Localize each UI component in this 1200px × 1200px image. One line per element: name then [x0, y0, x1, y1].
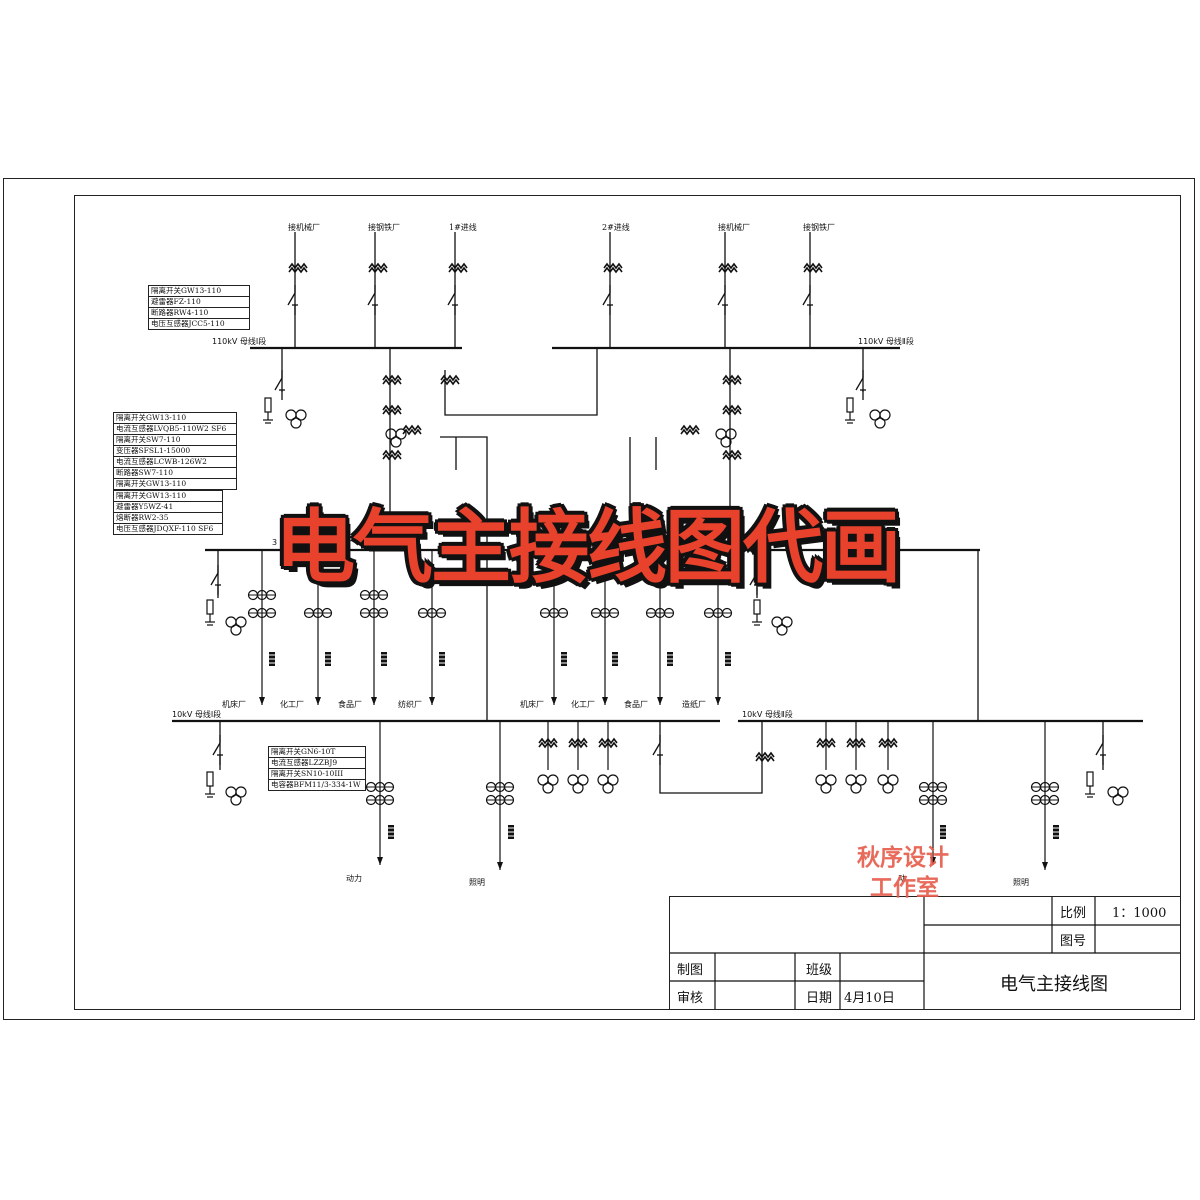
top-feeder-label: 2#进线 [602, 223, 630, 232]
legend-row: 电压互感器JDQXF-110 SF6 [114, 524, 222, 535]
top-feeder-label: 接钢铁厂 [368, 223, 400, 232]
bus-10kv-2-label: 10kV 母线Ⅱ段 [742, 710, 793, 719]
scale-value: 1：1000 [1112, 906, 1167, 921]
scale-label: 比例 [1060, 906, 1087, 921]
bus-110kv-2-label: 110kV 母线Ⅱ段 [858, 337, 914, 346]
drawing-frame [74, 195, 1181, 1010]
legend-row: 隔离开关GW13-110 [114, 413, 236, 424]
feeder-35kv-label: 纺织厂 [398, 700, 422, 709]
studio-watermark-line2: 工作室 [870, 875, 939, 901]
bus-10kv-1-label: 10kV 母线Ⅰ段 [172, 710, 222, 719]
drawn-by-label: 制图 [677, 963, 704, 978]
date-label: 日期 [806, 991, 833, 1006]
feeder-10kv-label: 动 [898, 874, 906, 883]
legend-row: 断路器SW7-110 [114, 468, 236, 479]
bus-110kv-1-label: 110kV 母线Ⅰ段 [212, 337, 267, 346]
legend-row: 电流互感器LVQB5-110W2 SF6 [114, 424, 236, 435]
legend-row: 隔离开关SW7-110 [114, 435, 236, 446]
studio-watermark-line1: 秋序设计 [857, 845, 949, 871]
class-label: 班级 [806, 963, 833, 978]
feeder-35kv-label: 食品厂 [624, 700, 648, 709]
legend-110kv-equipment: 隔离开关GW13-110 避雷器FZ-110 断路器RW4-110 电压互感器J… [148, 285, 250, 330]
feeder-10kv-label: 照明 [1013, 878, 1029, 887]
legend-transformer-equipment: 隔离开关GW13-110 电流互感器LVQB5-110W2 SF6 隔离开关SW… [113, 412, 237, 490]
outer-sheet-border [3, 178, 1195, 1020]
legend-10kv-equipment: 隔离开关GN6-10T 电流互感器LZZBJ9 隔离开关SN10-10III 电… [268, 746, 366, 791]
legend-row: 电容器BFM11/3-334-1W [269, 780, 365, 791]
drawing-title: 电气主接线图 [1000, 974, 1108, 995]
legend-row: 电流互感器LZZBJ9 [269, 758, 365, 769]
top-feeder-label: 接钢铁厂 [803, 223, 835, 232]
feeder-35kv-label: 造纸厂 [682, 700, 706, 709]
top-feeder-label: 接机械厂 [288, 223, 320, 232]
legend-row: 电压互感器JCC5-110 [149, 319, 249, 330]
legend-row: 隔离开关GW13-110 [149, 286, 249, 297]
legend-row: 变压器SFSL1-15000 [114, 446, 236, 457]
legend-row: 隔离开关GN6-10T [269, 747, 365, 758]
legend-row: 避雷器FZ-110 [149, 297, 249, 308]
date-value: 4月10日 [844, 991, 895, 1006]
legend-row: 电流互感器LCWB-126W2 [114, 457, 236, 468]
bus-35kv-label-left: 3 [272, 538, 278, 547]
legend-row: 隔离开关SN10-10III [269, 769, 365, 780]
top-feeder-label: 1#进线 [449, 223, 477, 232]
feeder-35kv-label: 机床厂 [520, 700, 544, 709]
legend-row: 隔离开关GW13-110 [114, 491, 222, 502]
title-block [669, 896, 1181, 1010]
legend-35kv-equipment: 隔离开关GW13-110 避雷器Y5WZ-41 熔断器RW2-35 电压互感器J… [113, 490, 223, 535]
legend-row: 断路器RW4-110 [149, 308, 249, 319]
legend-row: 避雷器Y5WZ-41 [114, 502, 222, 513]
feeder-10kv-label: 照明 [469, 878, 485, 887]
feeder-10kv-label: 动力 [346, 874, 362, 883]
feeder-35kv-label: 机床厂 [222, 700, 246, 709]
bus-35kv-label: 35kV [520, 538, 541, 547]
promo-banner-text: 电气主接线图代画 [275, 501, 901, 594]
drawing-number-label: 图号 [1060, 934, 1087, 949]
legend-row: 隔离开关GW13-110 [114, 479, 236, 490]
reviewed-by-label: 审核 [677, 991, 704, 1006]
feeder-35kv-label: 化工厂 [571, 700, 595, 709]
feeder-35kv-label: 化工厂 [280, 700, 304, 709]
feeder-35kv-label: 食品厂 [338, 700, 362, 709]
legend-row: 熔断器RW2-35 [114, 513, 222, 524]
top-feeder-label: 接机械厂 [718, 223, 750, 232]
